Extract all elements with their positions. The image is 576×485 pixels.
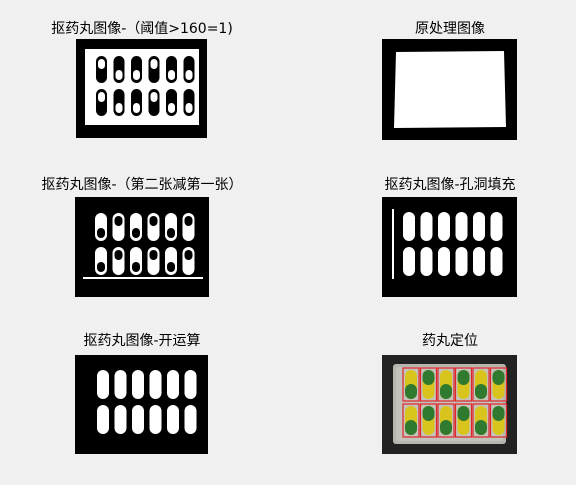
pill-blob [403,247,415,276]
panel-title-original: 原处理图像 [415,21,485,37]
pill-blob [438,247,450,276]
pill-blob [97,405,109,434]
pill-blob [185,405,197,434]
pill-blob [421,212,433,241]
image-subtract-mask [75,197,209,297]
pill-blob [185,370,197,399]
pill-blob [97,370,109,399]
image-original-mask [382,39,517,140]
panel-title-holefill: 抠药丸图像-孔洞填充 [384,177,515,193]
panel-title-located: 药丸定位 [422,333,478,349]
pill-blob [473,212,485,241]
image-holefill-mask [382,197,517,297]
image-threshold-mask [76,39,207,138]
pill-blob [167,370,179,399]
pill-blob [403,212,415,241]
pill-blob [167,405,179,434]
pill-blob [132,370,144,399]
image-located-photo [382,355,517,454]
panel-title-subtract: 抠药丸图像-（第二张减第一张） [41,177,242,193]
pill-blob [150,405,162,434]
image-opening-mask [75,355,208,454]
pill-blob [438,212,450,241]
pill-blob [132,405,144,434]
pill-blob [456,212,468,241]
pill-blob [456,247,468,276]
pill-blob [491,247,503,276]
pill-blob [421,247,433,276]
pill-blob [473,247,485,276]
panel-title-threshold: 抠药丸图像-（阈值>160=1) [51,21,233,37]
panel-title-opening: 抠药丸图像-开运算 [83,333,200,349]
pill-blob [150,370,162,399]
pill-blob [115,405,127,434]
pill-blob [115,370,127,399]
pill-blob [491,212,503,241]
